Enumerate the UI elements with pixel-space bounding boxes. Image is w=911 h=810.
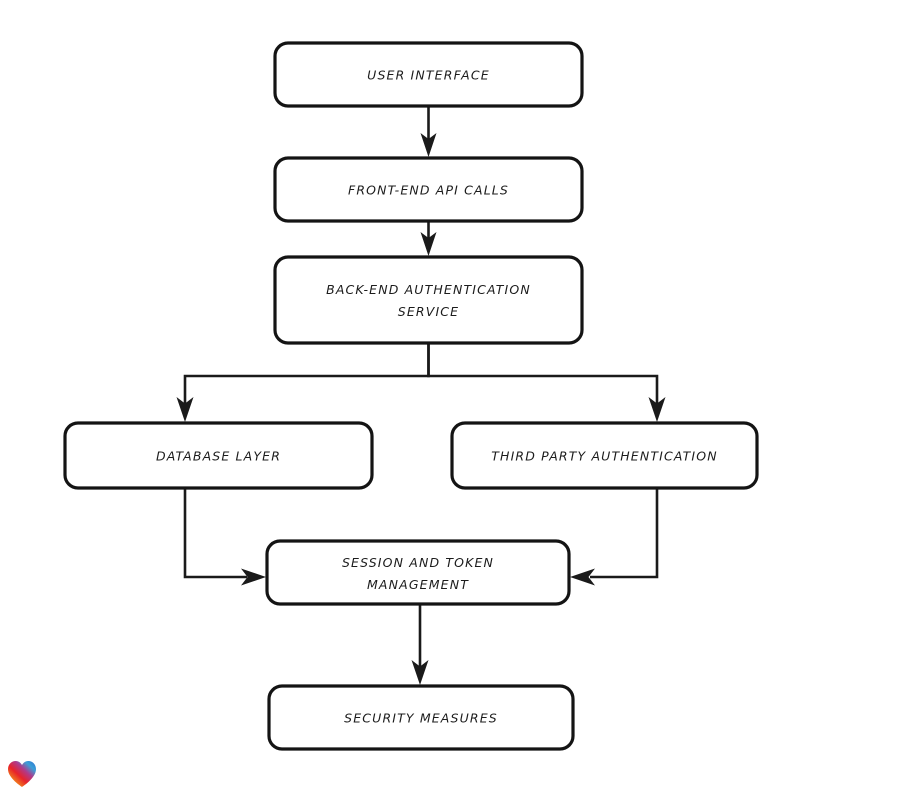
edge-database-to-session <box>183 488 266 586</box>
node-label-security-measures: SECURITY MEASURES <box>344 711 498 726</box>
node-box-third-party-authentication[interactable] <box>450 421 759 490</box>
node-box-front-end-api-calls[interactable] <box>273 156 584 223</box>
node-label-front-end-api-calls: FRONT-END API CALLS <box>348 183 509 198</box>
node-database-layer[interactable]: DATABASE LAYER <box>63 421 374 490</box>
node-label-session-and-token-management-line1: SESSION AND TOKEN <box>342 555 494 570</box>
heart-icon-shape <box>8 761 36 787</box>
node-front-end-api-calls[interactable]: FRONT-END API CALLS <box>273 156 584 223</box>
node-label-database-layer: DATABASE LAYER <box>156 449 281 464</box>
edge-session-to-security <box>411 604 429 685</box>
node-label-back-end-authentication-service-line2: SERVICE <box>398 304 459 319</box>
edge-third-party-to-session <box>570 488 659 586</box>
node-label-user-interface: USER INTERFACE <box>367 68 490 83</box>
node-box-back-end-authentication-service[interactable] <box>273 255 584 345</box>
edge-backend-to-database <box>176 343 430 422</box>
edge-backend-to-third-party <box>427 343 666 422</box>
edge-ui-to-api <box>420 106 437 157</box>
node-session-and-token-management[interactable]: SESSION AND TOKEN MANAGEMENT <box>265 539 571 606</box>
node-label-third-party-authentication: THIRD PARTY AUTHENTICATION <box>491 449 718 464</box>
node-box-session-and-token-management[interactable] <box>265 539 571 606</box>
node-box-security-measures[interactable] <box>267 684 575 751</box>
edge-api-to-backend <box>420 221 437 256</box>
node-box-user-interface[interactable] <box>273 41 584 108</box>
node-box-database-layer[interactable] <box>63 421 374 490</box>
node-third-party-authentication[interactable]: THIRD PARTY AUTHENTICATION <box>450 421 759 490</box>
node-label-session-and-token-management-line2: MANAGEMENT <box>367 577 469 592</box>
heart-icon <box>8 761 36 787</box>
node-security-measures[interactable]: SECURITY MEASURES <box>267 684 575 751</box>
node-user-interface[interactable]: USER INTERFACE <box>273 41 584 108</box>
node-label-back-end-authentication-service-line1: BACK-END AUTHENTICATION <box>326 282 531 297</box>
node-back-end-authentication-service[interactable]: BACK-END AUTHENTICATION SERVICE <box>273 255 584 345</box>
